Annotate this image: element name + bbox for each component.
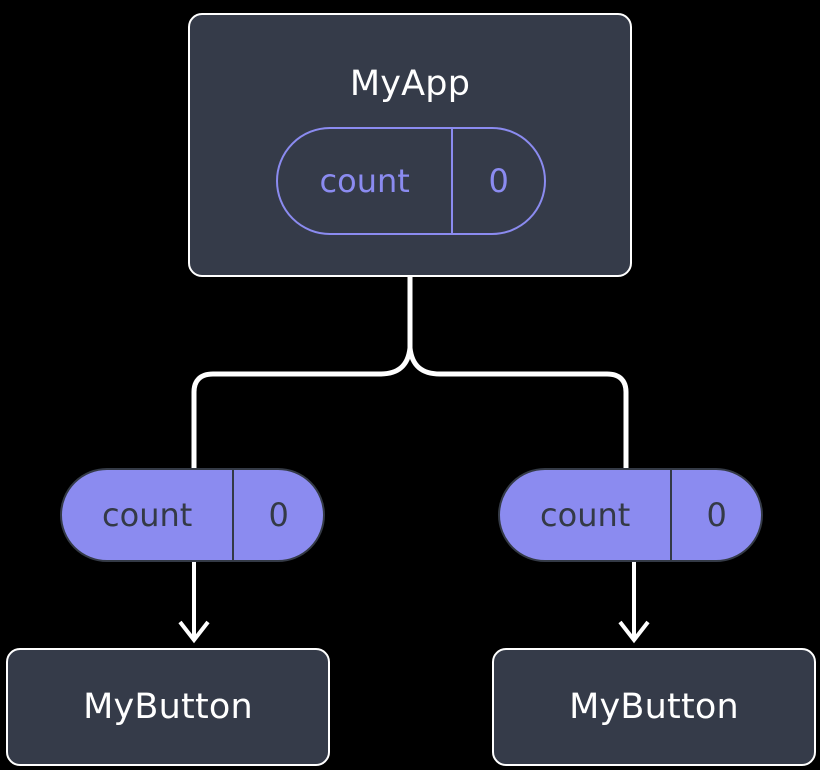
state-pill-value: 0 bbox=[451, 129, 544, 233]
component-node-mybutton-right[interactable]: MyButton bbox=[492, 648, 816, 766]
state-pill-key: count bbox=[319, 162, 410, 200]
props-pill-left[interactable]: count 0 bbox=[60, 468, 325, 562]
props-pill-key: count bbox=[540, 496, 631, 534]
component-title: MyButton bbox=[569, 686, 739, 727]
component-title: MyButton bbox=[83, 686, 253, 727]
props-pill-value: 0 bbox=[232, 470, 323, 560]
state-pill-myapp[interactable]: count 0 bbox=[276, 127, 546, 235]
props-pill-key: count bbox=[102, 496, 193, 534]
edge-fork-right-pill bbox=[407, 345, 629, 473]
props-pill-right[interactable]: count 0 bbox=[498, 468, 763, 562]
edge-fork-left-pill bbox=[191, 345, 413, 473]
component-title: MyApp bbox=[349, 64, 471, 104]
props-pill-value: 0 bbox=[670, 470, 761, 560]
arrowhead-right bbox=[618, 620, 650, 644]
arrowhead-left bbox=[178, 620, 210, 644]
component-node-mybutton-left[interactable]: MyButton bbox=[6, 648, 330, 766]
